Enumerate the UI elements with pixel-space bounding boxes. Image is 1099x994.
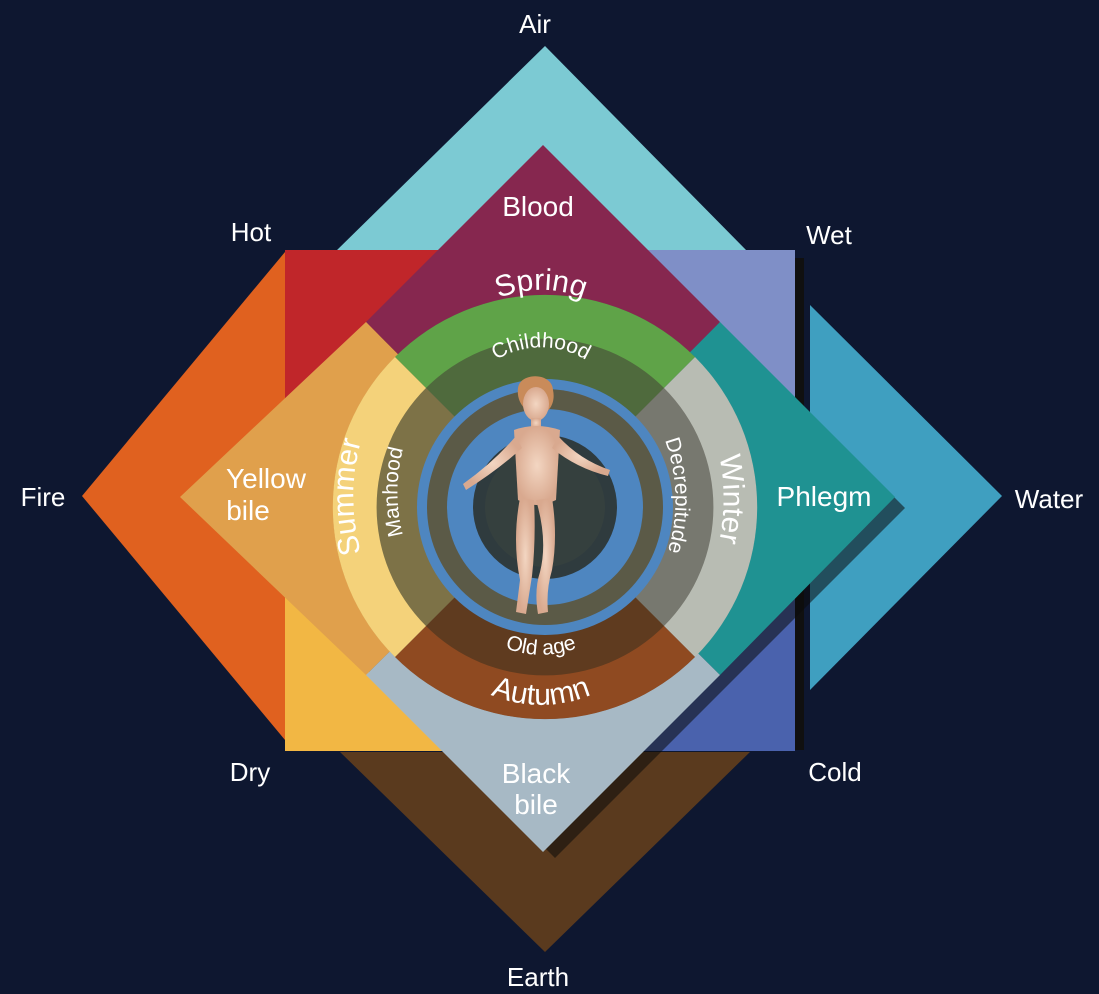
dry-label: Dry — [230, 757, 270, 787]
phlegm-label: Phlegm — [777, 481, 872, 512]
air-label: Air — [519, 9, 551, 39]
water-label: Water — [1015, 484, 1084, 514]
blood-label: Blood — [502, 191, 574, 222]
yellow-bile-label-line2: bile — [226, 495, 270, 526]
yellow-bile-label-line1: Yellow — [226, 463, 307, 494]
wet-label: Wet — [806, 220, 853, 250]
black-bile-label-line2: bile — [514, 789, 558, 820]
hot-label: Hot — [231, 217, 272, 247]
svg-text:Winter: Winter — [712, 452, 749, 547]
black-bile-label-line1: Black — [502, 758, 571, 789]
cold-label: Cold — [808, 757, 861, 787]
winter-label: Winter — [712, 452, 749, 547]
fire-label: Fire — [21, 482, 66, 512]
earth-label: Earth — [507, 962, 569, 992]
